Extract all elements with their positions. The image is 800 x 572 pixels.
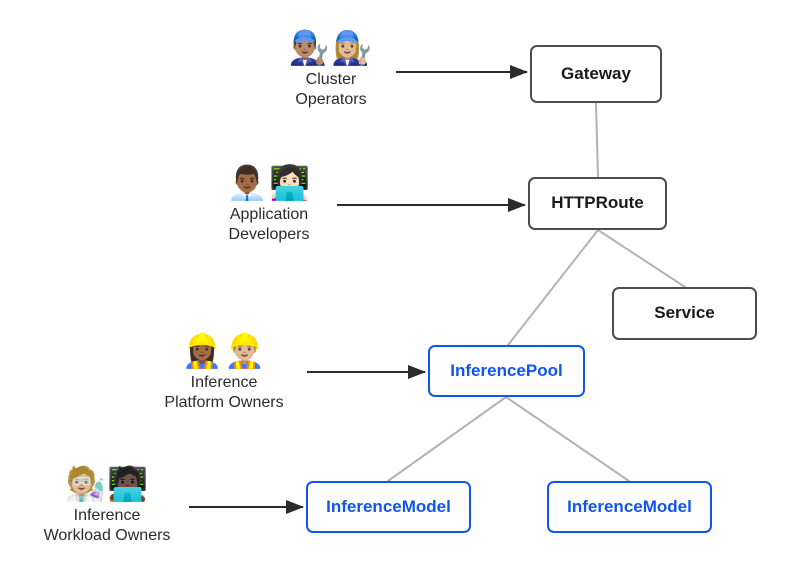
relation-httproute-service — [597, 229, 686, 288]
relation-gateway-httproute — [595, 102, 599, 178]
persona-inference-workload-owners: 🧑🏼‍🔬🧑🏿‍💻 Inference Workload Owners — [7, 467, 207, 546]
persona-icons-cluster-operators: 👨🏽‍🔧👩🏼‍🔧 — [288, 28, 374, 67]
node-label-inferencepool: InferencePool — [450, 360, 563, 380]
persona-label-cluster-operators: Cluster Operators — [295, 71, 367, 108]
node-label-gateway: Gateway — [561, 63, 631, 83]
node-inferencepool[interactable]: InferencePool — [428, 345, 585, 397]
persona-label-application-developers: Application Developers — [228, 206, 310, 243]
persona-label-inference-workload-owners: Inference Workload Owners — [43, 507, 171, 544]
relation-httproute-inferencepool — [507, 229, 599, 346]
node-inferencemodel-left[interactable]: InferenceModel — [306, 481, 471, 533]
persona-arrows — [189, 65, 528, 514]
node-inferencemodel-right[interactable]: InferenceModel — [547, 481, 712, 533]
relation-inferencepool-model-left — [387, 396, 507, 482]
persona-icons-inference-workload-owners: 🧑🏼‍🔬🧑🏿‍💻 — [64, 464, 150, 503]
persona-icons-inference-platform-owners: 👷🏾‍♀️👷🏼‍♂️ — [181, 331, 267, 370]
persona-inference-platform-owners: 👷🏾‍♀️👷🏼‍♂️ Inference Platform Owners — [124, 334, 324, 413]
persona-icons-application-developers: 👨🏾‍💼👩🏻‍💻 — [226, 163, 312, 202]
node-label-service: Service — [654, 303, 715, 323]
persona-cluster-operators: 👨🏽‍🔧👩🏼‍🔧 Cluster Operators — [231, 31, 431, 110]
persona-label-inference-platform-owners: Inference Platform Owners — [164, 374, 284, 411]
node-label-inferencemodel-left: InferenceModel — [326, 496, 451, 516]
node-gateway[interactable]: Gateway — [530, 45, 662, 103]
relation-inferencepool-model-right — [505, 396, 630, 482]
node-service[interactable]: Service — [612, 287, 757, 340]
node-httproute[interactable]: HTTPRoute — [528, 177, 667, 230]
node-label-httproute: HTTPRoute — [551, 193, 644, 213]
node-label-inferencemodel-right: InferenceModel — [567, 496, 692, 516]
persona-application-developers: 👨🏾‍💼👩🏻‍💻 Application Developers — [169, 166, 369, 245]
